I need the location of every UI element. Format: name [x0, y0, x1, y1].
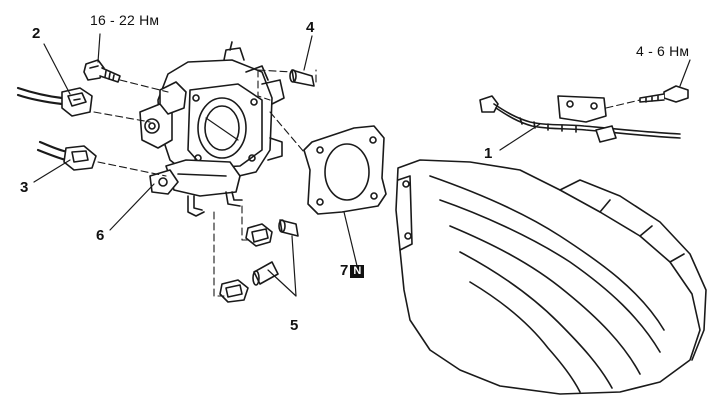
connector-2	[16, 86, 93, 117]
callout-3: 3	[20, 179, 29, 196]
throttle-body	[139, 41, 285, 217]
bolt-left	[83, 59, 121, 83]
leader-lines	[33, 33, 691, 297]
connector-3	[36, 140, 97, 171]
assembly-lines	[93, 69, 641, 297]
hose-4	[289, 69, 315, 87]
gasket-7	[303, 125, 387, 215]
torque-label-left: 16 - 22 Нм	[90, 12, 160, 28]
callout-2: 2	[32, 25, 41, 42]
callout-7-number: 7	[340, 262, 349, 279]
clamps-and-hoses-5	[219, 219, 299, 303]
bolt-right	[639, 85, 689, 103]
torque-label-right: 4 - 6 Нм	[636, 43, 690, 59]
callout-5: 5	[290, 317, 299, 334]
callout-6: 6	[96, 227, 105, 244]
callout-1: 1	[484, 145, 493, 162]
harness-1	[479, 95, 681, 143]
new-part-badge: N	[350, 265, 365, 278]
callout-4: 4	[306, 19, 315, 36]
intake-manifold	[395, 159, 707, 395]
